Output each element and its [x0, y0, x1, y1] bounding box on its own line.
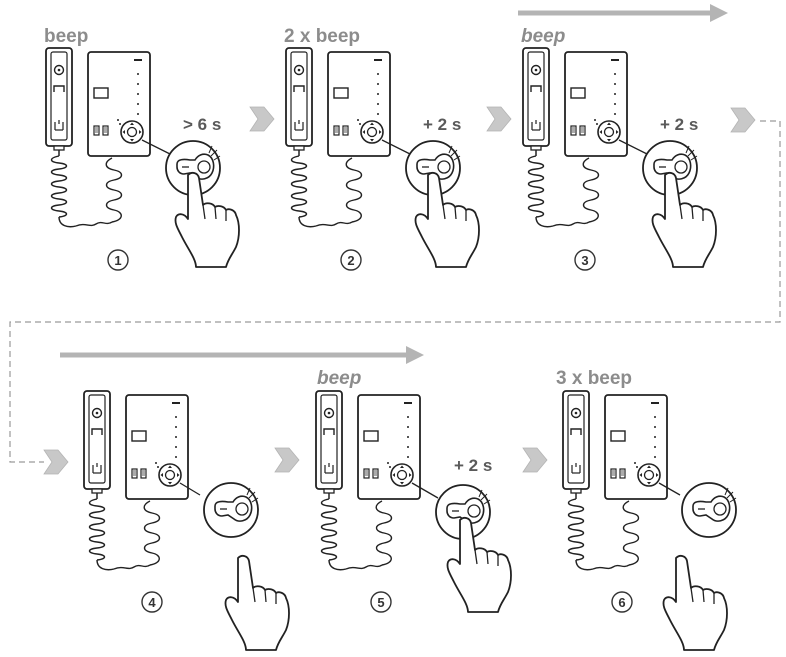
key-fob-icon — [681, 482, 737, 538]
step-sound-label: beep — [521, 26, 565, 47]
intercom-base-icon — [604, 394, 668, 500]
chevron-right-icon — [274, 447, 300, 473]
step-2: 2 x beep + 2 s 2 — [284, 26, 480, 271]
key-fob-icon — [203, 482, 259, 538]
hand-pointer-icon — [662, 554, 728, 651]
intercom-base-icon — [87, 51, 151, 157]
coil-cord — [320, 492, 393, 571]
step-1: beep > 6 s 1 — [44, 26, 240, 271]
step-3: beep + 2 s 3 — [521, 26, 717, 271]
step-number: 2 — [347, 253, 354, 268]
intercom-handset-icon — [522, 47, 550, 151]
coil-cord — [88, 492, 161, 571]
intercom-base-icon — [327, 51, 391, 157]
step-number: 1 — [114, 253, 121, 268]
intercom-base-icon — [125, 394, 189, 500]
step-number: 5 — [377, 595, 384, 610]
step-sound-label: beep — [317, 368, 361, 389]
chevron-right-icon — [522, 447, 548, 473]
progress-arrow-icon — [518, 4, 728, 22]
intercom-base-icon — [564, 51, 628, 157]
hand-pointer-icon — [224, 554, 290, 651]
step-duration-label: + 2 s — [454, 456, 492, 475]
intercom-handset-icon — [285, 47, 313, 151]
step-number: 4 — [148, 595, 156, 610]
step-sound-label: 3 x beep — [556, 368, 632, 389]
step-duration-label: > 6 s — [183, 115, 221, 134]
coil-cord — [50, 149, 123, 228]
intercom-handset-icon — [562, 390, 590, 494]
step-number: 3 — [581, 253, 588, 268]
chevron-right-icon — [249, 106, 275, 132]
step-duration-label: + 2 s — [660, 115, 698, 134]
intercom-handset-icon — [45, 47, 73, 151]
intercom-handset-icon — [83, 390, 111, 494]
chevron-right-icon — [43, 449, 69, 475]
chevron-right-icon — [730, 107, 756, 133]
coil-cord — [567, 492, 640, 571]
step-5: beep + 2 s 5 — [315, 368, 512, 613]
step-6: 3 x beep 6 — [556, 368, 737, 651]
intercom-base-icon — [357, 394, 421, 500]
step-number: 6 — [618, 595, 625, 610]
step-sound-label: 2 x beep — [284, 26, 360, 47]
step-sound-label: beep — [44, 26, 88, 47]
step-4: 4 — [83, 390, 290, 651]
dashed-connector — [9, 120, 781, 463]
intercom-handset-icon — [315, 390, 343, 494]
coil-cord — [527, 149, 600, 228]
coil-cord — [290, 149, 363, 228]
chevron-right-icon — [486, 106, 512, 132]
progress-arrow-icon — [60, 346, 424, 364]
step-duration-label: + 2 s — [423, 115, 461, 134]
